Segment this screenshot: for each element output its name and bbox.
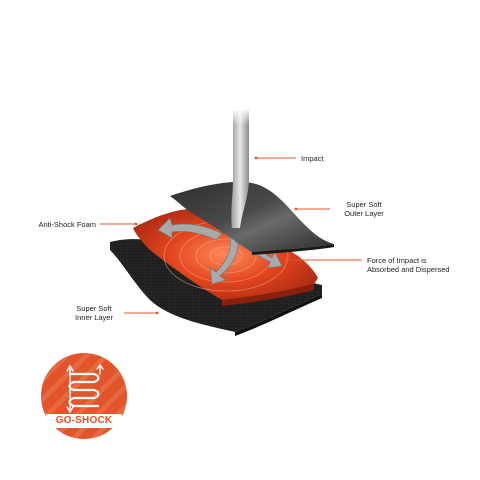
badge-label: GO-SHOCK: [55, 415, 113, 426]
label-force-line-1: Force of Impact is: [367, 256, 427, 265]
label-force-of-impact: Force of Impact is Absorbed and Disperse…: [367, 256, 450, 274]
label-inner-layer: Super Soft Inner Layer: [64, 304, 124, 322]
leader-lines: [100, 156, 362, 315]
label-outer-layer-line-2: Outer Layer: [344, 209, 384, 218]
label-inner-layer-line-2: Inner Layer: [75, 313, 113, 322]
spring-coil-icon: [66, 363, 104, 414]
label-force-line-2: Absorbed and Dispersed: [367, 265, 450, 274]
label-inner-layer-line-1: Super Soft: [76, 304, 112, 313]
label-outer-layer: Super Soft Outer Layer: [333, 200, 395, 218]
badge-graphic: [41, 353, 127, 439]
label-outer-layer-line-1: Super Soft: [346, 200, 382, 209]
label-anti-shock-foam: Anti-Shock Foam: [38, 220, 96, 229]
outer-layer: [170, 181, 334, 255]
label-impact: Impact: [301, 154, 324, 163]
impact-beam: [230, 108, 252, 228]
go-shock-badge: GO-SHOCK: [40, 352, 128, 440]
